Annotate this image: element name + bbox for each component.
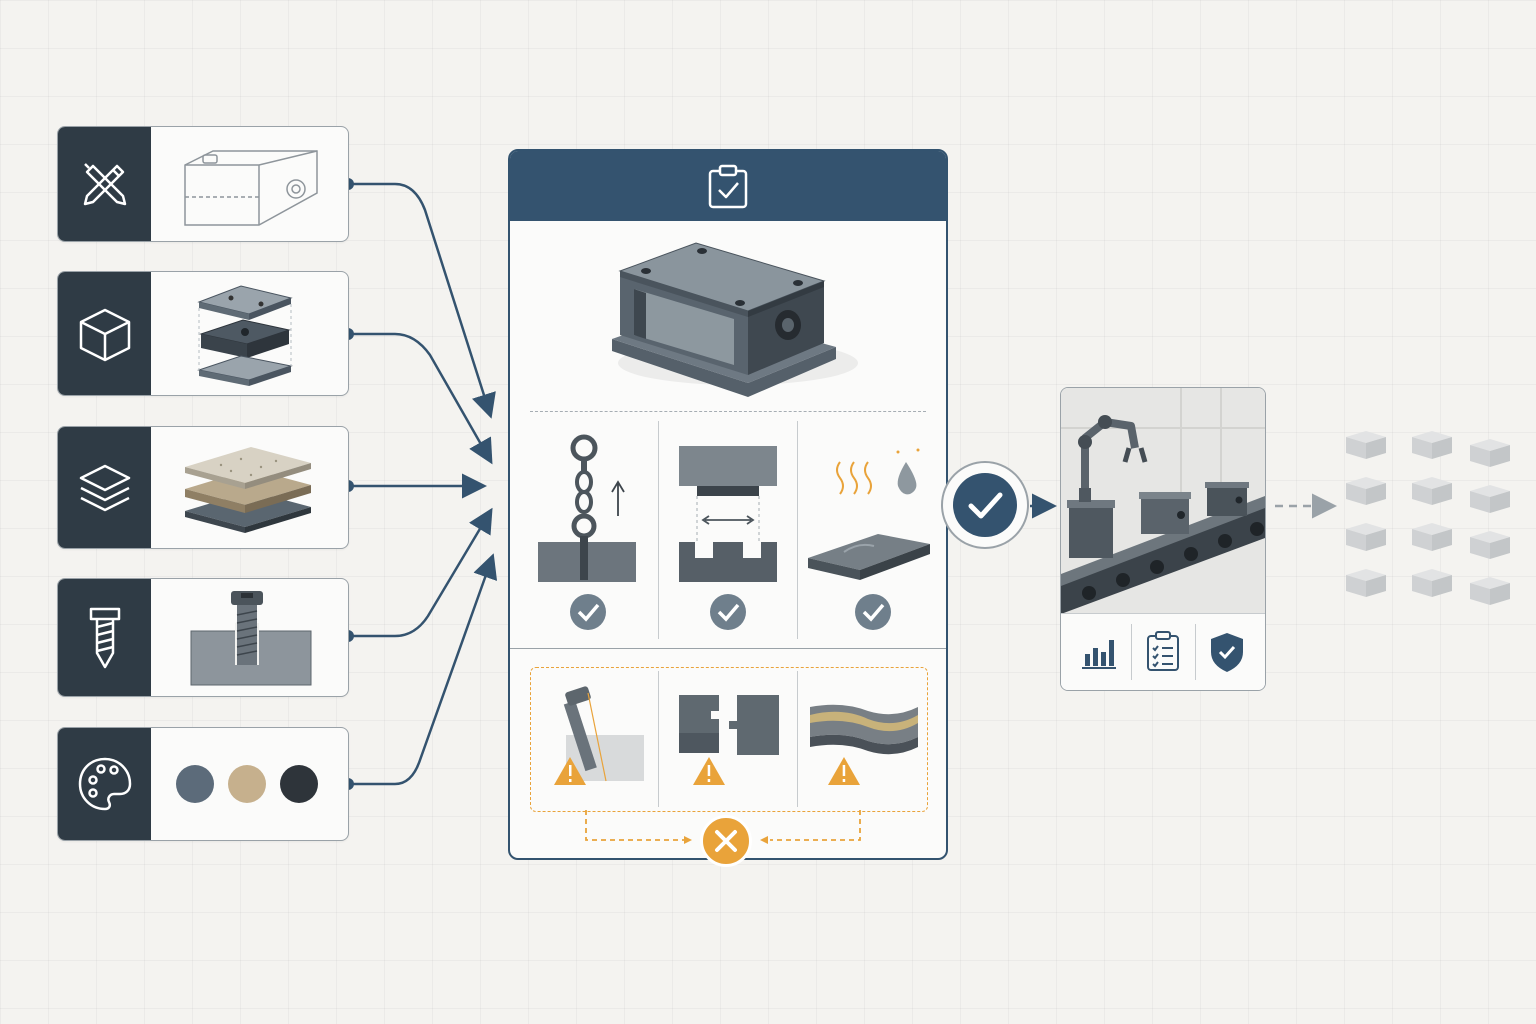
housing-3d-model	[612, 242, 858, 397]
layers-icon	[79, 464, 130, 511]
input-card-design[interactable]	[57, 126, 349, 242]
x-circle-icon	[700, 815, 752, 867]
connector-design	[348, 182, 496, 419]
output-unit	[1412, 431, 1452, 459]
color-swatches	[176, 765, 318, 803]
output-unit	[1470, 577, 1510, 605]
wireframe-housing	[184, 150, 318, 226]
input-card-finish[interactable]	[57, 727, 349, 841]
connector-geometry	[348, 332, 493, 465]
swatch-slate	[176, 765, 214, 803]
exploded-plates	[197, 285, 293, 386]
checklist-icon	[1147, 631, 1179, 671]
screw-icon	[89, 607, 120, 668]
validation-header	[510, 151, 946, 221]
production-toolbar	[1061, 613, 1265, 690]
design-tools-icon	[83, 163, 126, 206]
bar-chart-icon	[1082, 640, 1116, 669]
input-card-geometry[interactable]	[57, 271, 349, 396]
swatch-sand	[228, 765, 266, 803]
clipboard-check-icon	[708, 164, 748, 209]
output-unit	[1346, 569, 1386, 597]
input-card-fastener[interactable]	[57, 578, 349, 697]
output-unit	[1470, 531, 1510, 559]
check-thermal-moisture	[798, 426, 944, 636]
input-card-material[interactable]	[57, 426, 349, 549]
check-circle-icon	[941, 461, 1029, 549]
output-unit	[1470, 485, 1510, 513]
thermal-moisture-check	[808, 448, 930, 630]
swatch-charcoal	[280, 765, 318, 803]
output-unit	[1412, 523, 1452, 551]
panel-divider-bottom	[510, 648, 946, 649]
production-card[interactable]	[1060, 387, 1266, 691]
connector-fastener	[348, 507, 493, 638]
palette-icon	[78, 757, 131, 811]
output-unit	[1470, 439, 1510, 467]
analytics-button[interactable]	[1069, 624, 1129, 680]
bent-bolt-warning	[554, 686, 644, 785]
misaligned-joint-warning	[679, 695, 779, 785]
bolt-in-block	[190, 591, 312, 686]
output-unit	[1346, 477, 1386, 505]
shield-check-icon	[1211, 633, 1243, 672]
material-stack	[185, 447, 311, 533]
output-unit	[1412, 477, 1452, 505]
lifting-eye-check	[538, 434, 636, 630]
security-button[interactable]	[1197, 624, 1257, 680]
checklist-button[interactable]	[1133, 624, 1193, 680]
failure-connectors	[585, 810, 861, 844]
connector-finish	[348, 553, 498, 786]
check-lifting-eye	[510, 426, 658, 636]
panel-divider-top	[530, 411, 926, 412]
validation-panel	[508, 149, 948, 860]
robotic-assembly-line	[1061, 388, 1265, 614]
fit-clearance-check	[679, 446, 777, 630]
failure-zone	[530, 667, 928, 812]
warped-surface-warning	[810, 704, 918, 785]
output-units-grid	[1340, 425, 1530, 615]
output-unit	[1346, 431, 1386, 459]
output-unit	[1412, 569, 1452, 597]
cube-icon	[79, 308, 130, 361]
check-circle-fit	[710, 594, 746, 630]
check-fit-clearance	[659, 426, 797, 636]
check-circle-lifting	[570, 594, 606, 630]
droplet-icon	[897, 462, 917, 495]
output-unit	[1346, 523, 1386, 551]
check-circle-thermal	[855, 594, 891, 630]
